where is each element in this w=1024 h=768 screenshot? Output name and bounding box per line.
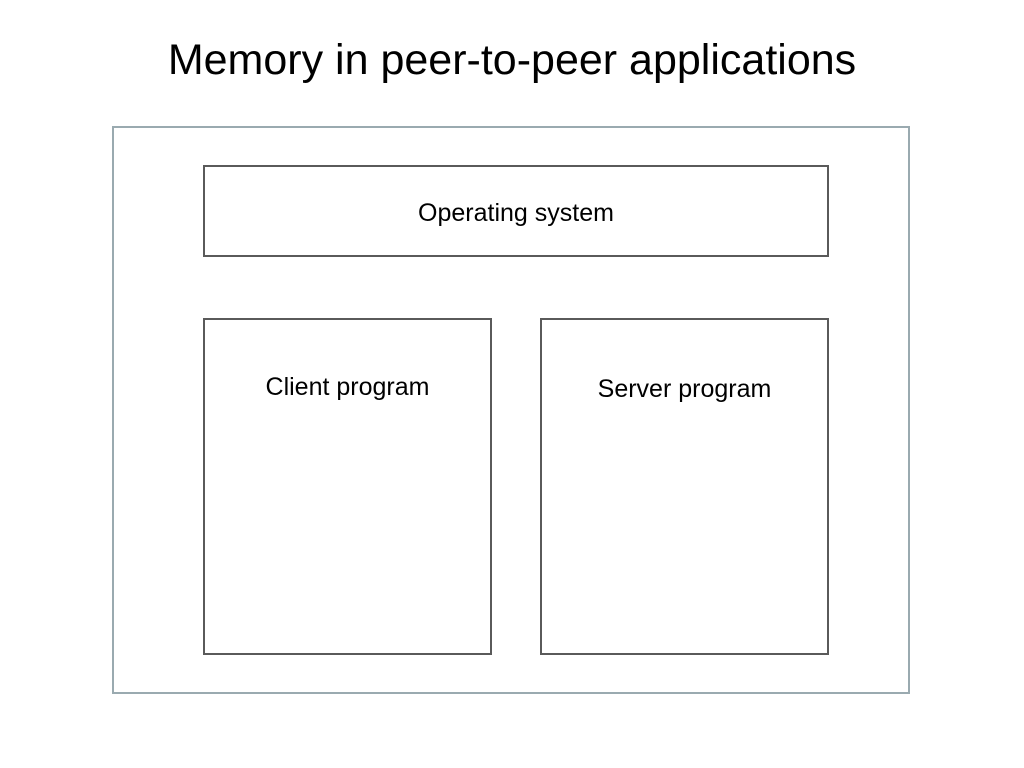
slide-title: Memory in peer-to-peer applications xyxy=(167,36,857,84)
client-program-box: Client program xyxy=(203,318,492,655)
client-program-label: Client program xyxy=(265,373,430,401)
server-program-box: Server program xyxy=(540,318,829,655)
server-program-label: Server program xyxy=(597,375,772,403)
operating-system-box: Operating system xyxy=(203,165,829,257)
memory-frame xyxy=(112,126,910,694)
operating-system-label: Operating system xyxy=(418,199,614,227)
